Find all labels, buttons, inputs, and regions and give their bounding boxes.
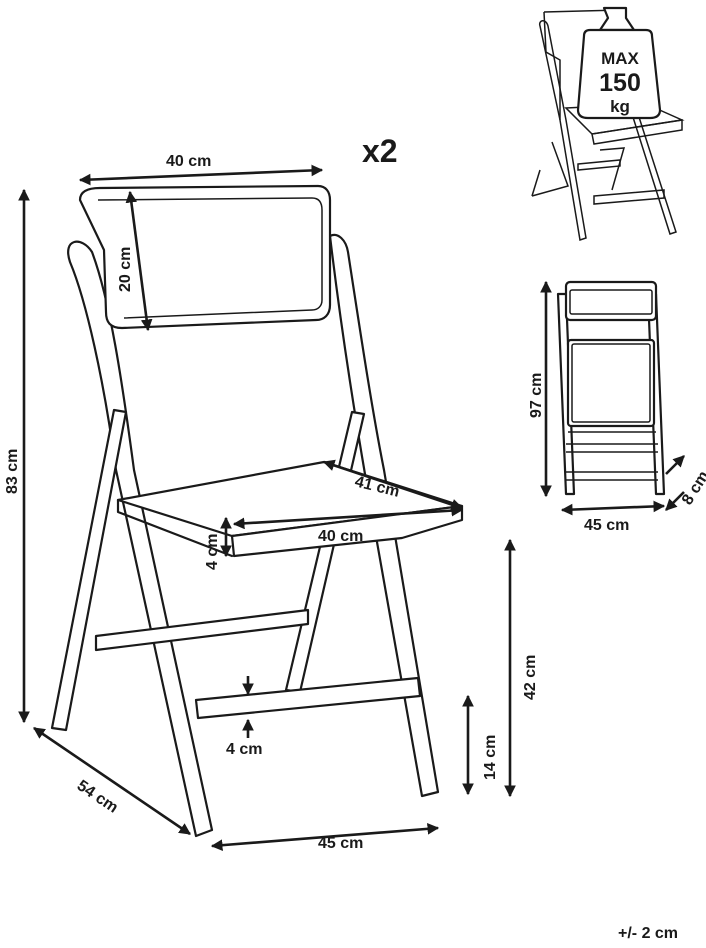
label-stretcher-thickness: 4 cm (226, 741, 262, 758)
load-weight-badge: MAX 150 kg (576, 6, 662, 120)
label-backrest-height: 20 cm (117, 247, 134, 292)
label-stretcher-height: 14 cm (482, 735, 499, 780)
label-seat-width: 40 cm (318, 528, 363, 545)
main-dimensions (18, 164, 516, 851)
label-folded-height: 97 cm (528, 373, 545, 418)
load-badge-prefix: MAX (601, 49, 639, 68)
label-seat-thickness: 4 cm (204, 534, 221, 570)
label-folded-width: 45 cm (584, 517, 629, 534)
front-leg-right (284, 410, 366, 694)
label-seat-height: 42 cm (522, 655, 539, 700)
quantity-label: x2 (362, 133, 398, 169)
upper-stretcher (94, 608, 310, 652)
tolerance-note: +/- 2 cm (618, 925, 678, 942)
label-folded-depth: 8 cm (679, 468, 706, 508)
folded-chair-drawing (556, 280, 666, 496)
front-leg-left (50, 408, 128, 732)
folded-dimensions (540, 280, 685, 516)
rear-leg-left (67, 240, 214, 838)
main-chair-drawing (50, 184, 464, 838)
lower-stretcher (194, 676, 422, 720)
label-backrest-width: 40 cm (166, 153, 211, 170)
label-base-width: 45 cm (318, 835, 363, 852)
label-total-height: 83 cm (4, 449, 21, 494)
load-badge-value: 150 (599, 69, 641, 97)
load-badge-unit: kg (610, 97, 630, 116)
